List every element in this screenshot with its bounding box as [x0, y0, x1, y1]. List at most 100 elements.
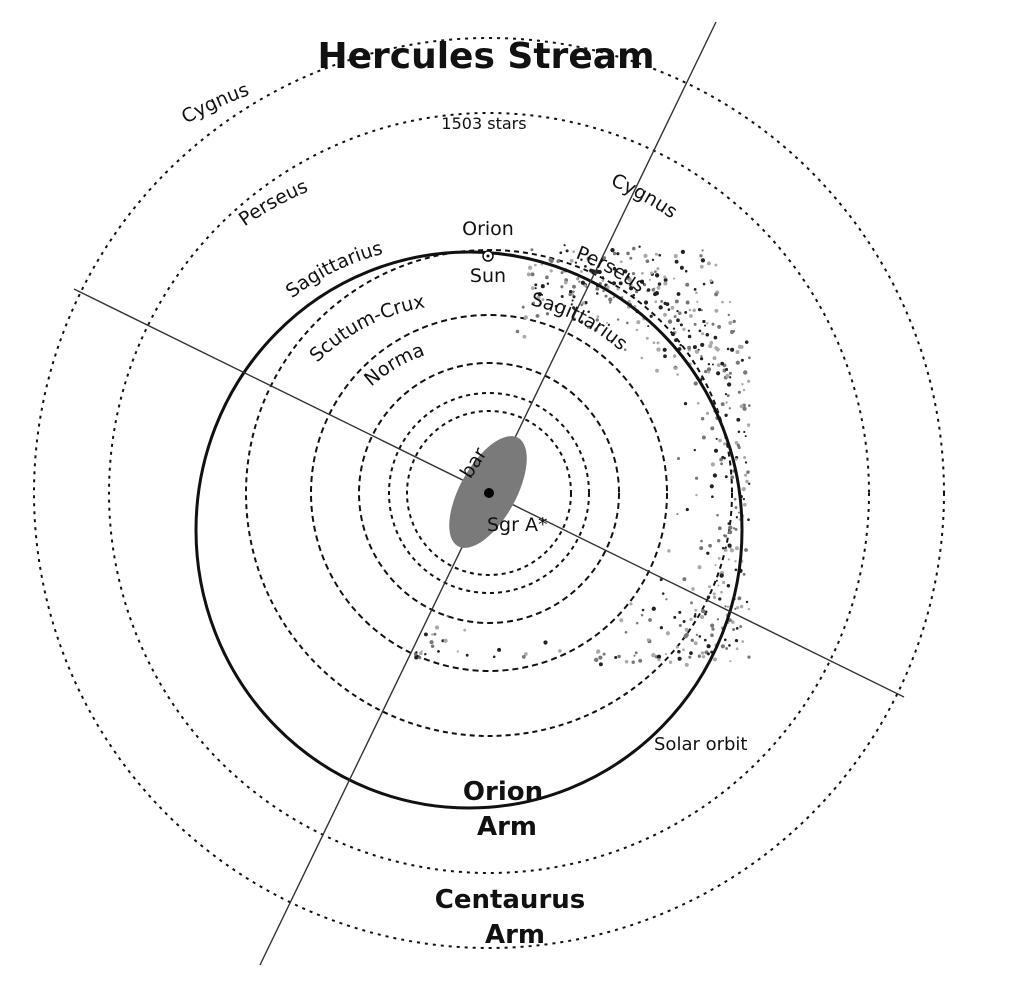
star-dot — [626, 251, 630, 256]
star-dot — [679, 343, 682, 347]
star-dot — [676, 318, 680, 323]
star-dot — [728, 407, 731, 410]
star-dot — [424, 632, 428, 637]
star-dot — [697, 307, 702, 312]
star-dot — [657, 282, 662, 286]
label-sagittarius-inner: Sagittarius — [529, 288, 632, 354]
star-dot — [640, 356, 644, 360]
star-dot — [735, 647, 739, 651]
star-dot — [565, 249, 569, 253]
star-dot — [673, 254, 678, 259]
star-dot — [572, 290, 575, 294]
star-dot — [602, 289, 605, 293]
star-dot — [641, 272, 644, 275]
star-dot — [724, 534, 728, 538]
star-dot — [571, 293, 574, 296]
star-dot — [711, 363, 714, 366]
star-dot — [657, 658, 661, 662]
star-dot — [675, 645, 679, 649]
star-dot — [700, 342, 705, 347]
star-dot — [645, 336, 649, 340]
star-dot — [414, 655, 419, 660]
star-dot — [712, 595, 717, 600]
star-dot — [714, 263, 718, 267]
star-dot — [617, 654, 621, 659]
star-dot — [708, 344, 713, 349]
star-dot — [663, 281, 668, 286]
star-dot — [720, 462, 724, 466]
star-dot — [720, 590, 723, 594]
star-dot — [716, 618, 720, 621]
star-dot — [743, 456, 747, 459]
star-dot — [665, 598, 668, 601]
star-dot — [727, 522, 731, 525]
star-dot — [596, 292, 599, 295]
star-dot — [654, 270, 657, 274]
star-dot — [624, 630, 628, 634]
star-dot — [747, 470, 750, 473]
star-dot — [651, 288, 656, 292]
star-dot — [594, 327, 599, 332]
star-dot — [717, 526, 722, 531]
star-dot — [554, 304, 558, 308]
star-dot — [723, 638, 727, 642]
star-dot — [716, 363, 721, 368]
star-dot — [728, 320, 733, 325]
star-dot — [709, 279, 713, 283]
star-dot — [732, 330, 736, 333]
star-dot — [590, 263, 593, 266]
star-dot — [696, 300, 699, 304]
star-dot — [660, 299, 664, 303]
star-dot — [541, 298, 545, 302]
star-dot — [698, 329, 702, 333]
star-dot — [747, 655, 751, 659]
star-dot — [728, 382, 731, 386]
star-dot — [720, 402, 725, 407]
star-dot — [626, 321, 629, 325]
star-dot — [730, 347, 735, 352]
star-dot — [710, 623, 715, 628]
star-dot — [631, 660, 635, 664]
star-dot — [687, 334, 692, 339]
star-dot — [692, 308, 696, 313]
star-dot — [724, 475, 728, 479]
star-dot — [612, 266, 617, 271]
star-dot — [431, 633, 434, 636]
star-dot — [650, 271, 654, 275]
star-dot — [712, 356, 717, 361]
star-dot — [744, 340, 749, 344]
label-solar-orbit: Solar orbit — [654, 734, 748, 755]
star-dot — [709, 484, 714, 489]
star-dot — [643, 283, 647, 287]
star-dot — [727, 558, 730, 561]
star-dot — [629, 602, 633, 606]
star-dot — [676, 292, 681, 296]
star-dot — [659, 626, 663, 630]
star-dot — [742, 388, 746, 392]
star-dot — [634, 651, 638, 655]
star-dot — [531, 286, 535, 290]
star-dot — [747, 379, 751, 383]
star-dot — [572, 306, 576, 310]
star-dot — [463, 628, 467, 632]
star-dot — [586, 256, 591, 261]
label-sun: Sun — [470, 265, 506, 287]
star-dot — [684, 269, 688, 273]
star-dot — [728, 644, 731, 647]
star-dot — [682, 648, 685, 652]
star-dot — [731, 620, 735, 624]
star-dot — [679, 323, 683, 327]
arm-rings — [33, 37, 945, 949]
star-dot — [740, 358, 744, 362]
star-dot — [596, 315, 600, 319]
star-dot — [725, 368, 729, 371]
star-dot — [662, 347, 667, 352]
label-cygnus-inner: Cygnus — [608, 169, 681, 223]
star-dot — [739, 604, 744, 609]
star-dot — [744, 461, 748, 464]
star-dot — [623, 269, 628, 274]
star-dot — [443, 638, 448, 643]
star-dot — [638, 658, 643, 663]
star-dot — [708, 543, 712, 548]
star-dot — [737, 596, 742, 601]
